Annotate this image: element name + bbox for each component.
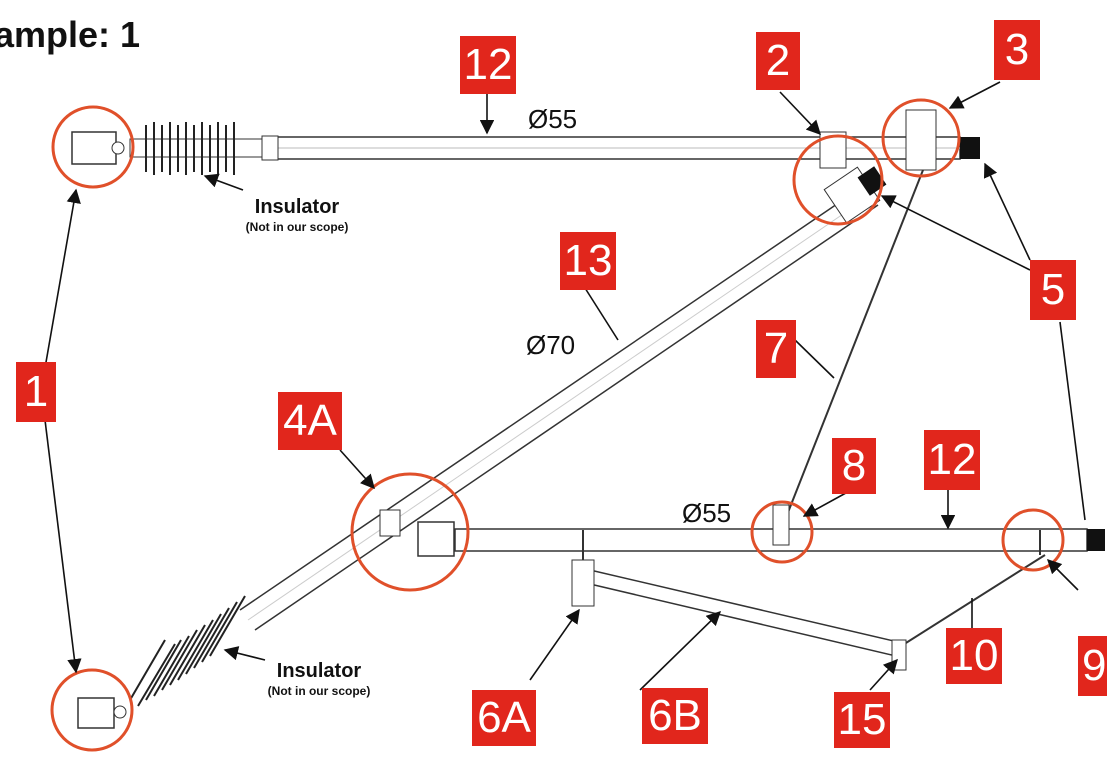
- diagonal-pipe-diameter: Ø70: [526, 330, 576, 360]
- bottom-insulator: [77, 595, 246, 729]
- lower-pipe-diameter: Ø55: [682, 498, 732, 528]
- end-cap-diagonal: [857, 166, 887, 196]
- lower-pipe: [379, 509, 1105, 557]
- highlight-rings: [50, 98, 1065, 752]
- top-insulator: [71, 122, 279, 175]
- insulator-title: Insulator: [276, 660, 362, 682]
- callout-2: 2: [756, 32, 800, 90]
- callout-9: 9: [1078, 636, 1107, 696]
- top-pipe-diameter: Ø55: [528, 104, 578, 134]
- insulator-title: Insulator: [254, 196, 340, 218]
- callout-1: 1: [16, 362, 56, 422]
- callout-5: 5: [1030, 260, 1076, 320]
- brace-arm: [571, 530, 1046, 671]
- callout-7: 7: [756, 320, 796, 378]
- clamp-8: [772, 504, 790, 546]
- callout-12-low: 12: [924, 430, 980, 490]
- top-pipe: [269, 136, 980, 160]
- clamp-3: [905, 109, 937, 171]
- tie-rod: [784, 164, 926, 521]
- diagram-title: ample: 1: [0, 14, 141, 55]
- callout-8: 8: [832, 438, 876, 494]
- callout-6a: 6A: [472, 690, 536, 746]
- top-insulator-label: Insulator (Not in our scope): [222, 196, 372, 234]
- callout-3: 3: [994, 20, 1040, 80]
- insulator-note: (Not in our scope): [245, 220, 349, 234]
- callout-15: 15: [834, 692, 890, 748]
- leader-lines: [44, 81, 1086, 691]
- callout-6b: 6B: [642, 688, 708, 744]
- callout-4a: 4A: [278, 392, 342, 450]
- callout-10: 10: [946, 628, 1002, 684]
- callout-13: 13: [560, 232, 616, 290]
- bottom-insulator-label: Insulator (Not in our scope): [244, 660, 394, 698]
- insulator-note: (Not in our scope): [267, 684, 371, 698]
- callout-12-top: 12: [460, 36, 516, 94]
